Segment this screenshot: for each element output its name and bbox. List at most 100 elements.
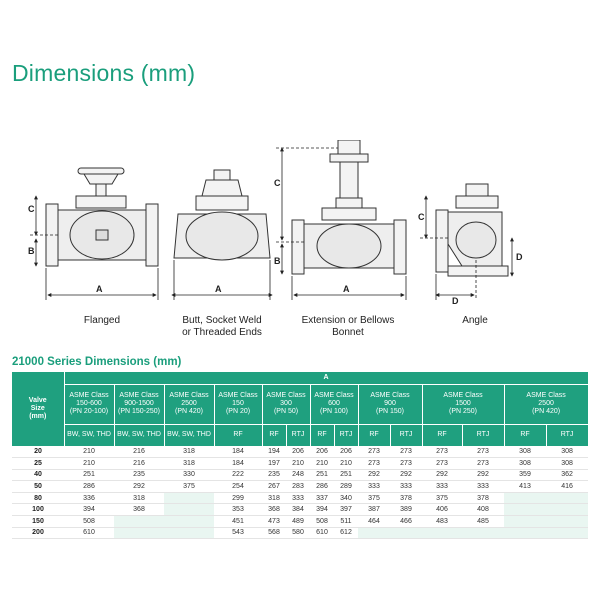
table-title: 21000 Series Dimensions (mm) — [12, 356, 182, 368]
caption-butt-weld: Butt, Socket Weld or Threaded Ends — [182, 315, 262, 338]
dimension-cell — [504, 503, 546, 517]
dimension-cell: 251 — [334, 469, 358, 482]
header-face-1-0: BW, SW, THD — [114, 424, 165, 447]
dimension-cell: 378 — [390, 492, 422, 505]
dimension-cell: 292 — [390, 469, 422, 482]
dimension-cell — [164, 527, 214, 540]
dimension-cell: 216 — [114, 446, 164, 459]
dimension-cell: 466 — [390, 515, 422, 528]
flanged-dim-b: B — [28, 246, 35, 256]
extension-dim-c: C — [274, 178, 281, 188]
dimension-cell: 413 — [504, 480, 546, 493]
flanged-dim-c: C — [28, 204, 35, 214]
valve-size-cell: 25 — [12, 457, 64, 470]
dimension-cell: 216 — [114, 457, 164, 470]
dimension-cell: 340 — [334, 492, 358, 505]
dimension-cell: 394 — [64, 503, 114, 517]
dimension-cell: 289 — [334, 480, 358, 493]
page-title: Dimensions (mm) — [12, 60, 196, 86]
dimension-cell — [164, 515, 214, 528]
dimension-cell: 273 — [358, 446, 390, 459]
dimension-cell: 210 — [64, 457, 114, 470]
butt-weld-valve-drawing — [173, 169, 271, 261]
dimension-cell: 251 — [310, 469, 334, 482]
dimension-cell: 378 — [462, 492, 504, 505]
dimension-cell: 235 — [114, 469, 164, 482]
dimension-cell: 387 — [358, 503, 390, 517]
flanged-valve-drawing — [45, 167, 159, 267]
angle-dim-c: C — [418, 212, 425, 222]
dimension-cell: 292 — [358, 469, 390, 482]
header-face-6-1: RTJ — [390, 424, 423, 447]
dimension-cell: 408 — [462, 503, 504, 517]
dimension-cell: 336 — [64, 492, 114, 505]
dimension-cell: 333 — [286, 492, 310, 505]
dimension-cell: 197 — [262, 457, 286, 470]
dimension-cell — [390, 527, 422, 540]
extension-dim-a: A — [343, 284, 350, 294]
dimension-cell: 362 — [546, 469, 589, 482]
header-face-0-0: BW, SW, THD — [64, 424, 115, 447]
angle-valve-drawing — [435, 183, 509, 277]
caption-extension-bonnet: Extension or Bellows Bonnet — [301, 315, 395, 338]
header-face-7-1: RTJ — [462, 424, 505, 447]
dimension-cell: 333 — [390, 480, 422, 493]
dimension-cell: 451 — [214, 515, 262, 528]
dimension-cell: 292 — [114, 480, 164, 493]
dimension-cell: 394 — [310, 503, 334, 517]
dimension-cell: 375 — [164, 480, 214, 493]
extension-dim-b: B — [274, 256, 281, 266]
dimension-cell: 359 — [504, 469, 546, 482]
dimension-cell — [164, 492, 214, 505]
dimension-cell: 489 — [286, 515, 310, 528]
dimension-cell: 210 — [310, 457, 334, 470]
dimension-cell: 210 — [64, 446, 114, 459]
dimension-cell — [504, 527, 546, 540]
dimension-cell: 292 — [462, 469, 504, 482]
dimension-cell: 283 — [286, 480, 310, 493]
dimension-cell — [546, 515, 589, 528]
dimension-cell: 318 — [164, 457, 214, 470]
header-face-4-0: RF — [262, 424, 287, 447]
dimension-cell — [546, 492, 589, 505]
dimension-cell: 308 — [504, 457, 546, 470]
dimension-cell: 406 — [422, 503, 462, 517]
valve-size-cell: 50 — [12, 480, 64, 493]
dimension-cell: 308 — [546, 446, 589, 459]
valve-size-cell: 200 — [12, 527, 64, 540]
dimension-cell: 286 — [310, 480, 334, 493]
dimension-cell: 368 — [262, 503, 286, 517]
dimension-cell: 375 — [358, 492, 390, 505]
dimension-cell — [114, 515, 164, 528]
dimension-cell: 397 — [334, 503, 358, 517]
dimension-cell: 333 — [462, 480, 504, 493]
dimension-cell — [462, 527, 504, 540]
header-face-5-0: RF — [310, 424, 335, 447]
dimension-cell — [546, 503, 589, 517]
dimension-cell: 389 — [390, 503, 422, 517]
dimension-cell: 273 — [358, 457, 390, 470]
dimension-cell: 273 — [390, 457, 422, 470]
dimension-cell: 485 — [462, 515, 504, 528]
dimension-cell: 318 — [114, 492, 164, 505]
dimension-cell: 610 — [310, 527, 334, 540]
valve-size-cell: 80 — [12, 492, 64, 505]
dimension-cell: 333 — [422, 480, 462, 493]
dimension-cell: 333 — [358, 480, 390, 493]
dimension-cell: 267 — [262, 480, 286, 493]
dimension-cell: 568 — [262, 527, 286, 540]
dimension-cell: 308 — [504, 446, 546, 459]
dimension-cell: 464 — [358, 515, 390, 528]
header-face-4-1: RTJ — [286, 424, 311, 447]
dimension-cell: 508 — [64, 515, 114, 528]
dimension-cell: 353 — [214, 503, 262, 517]
dimension-cell — [358, 527, 390, 540]
dimension-cell: 184 — [214, 446, 262, 459]
